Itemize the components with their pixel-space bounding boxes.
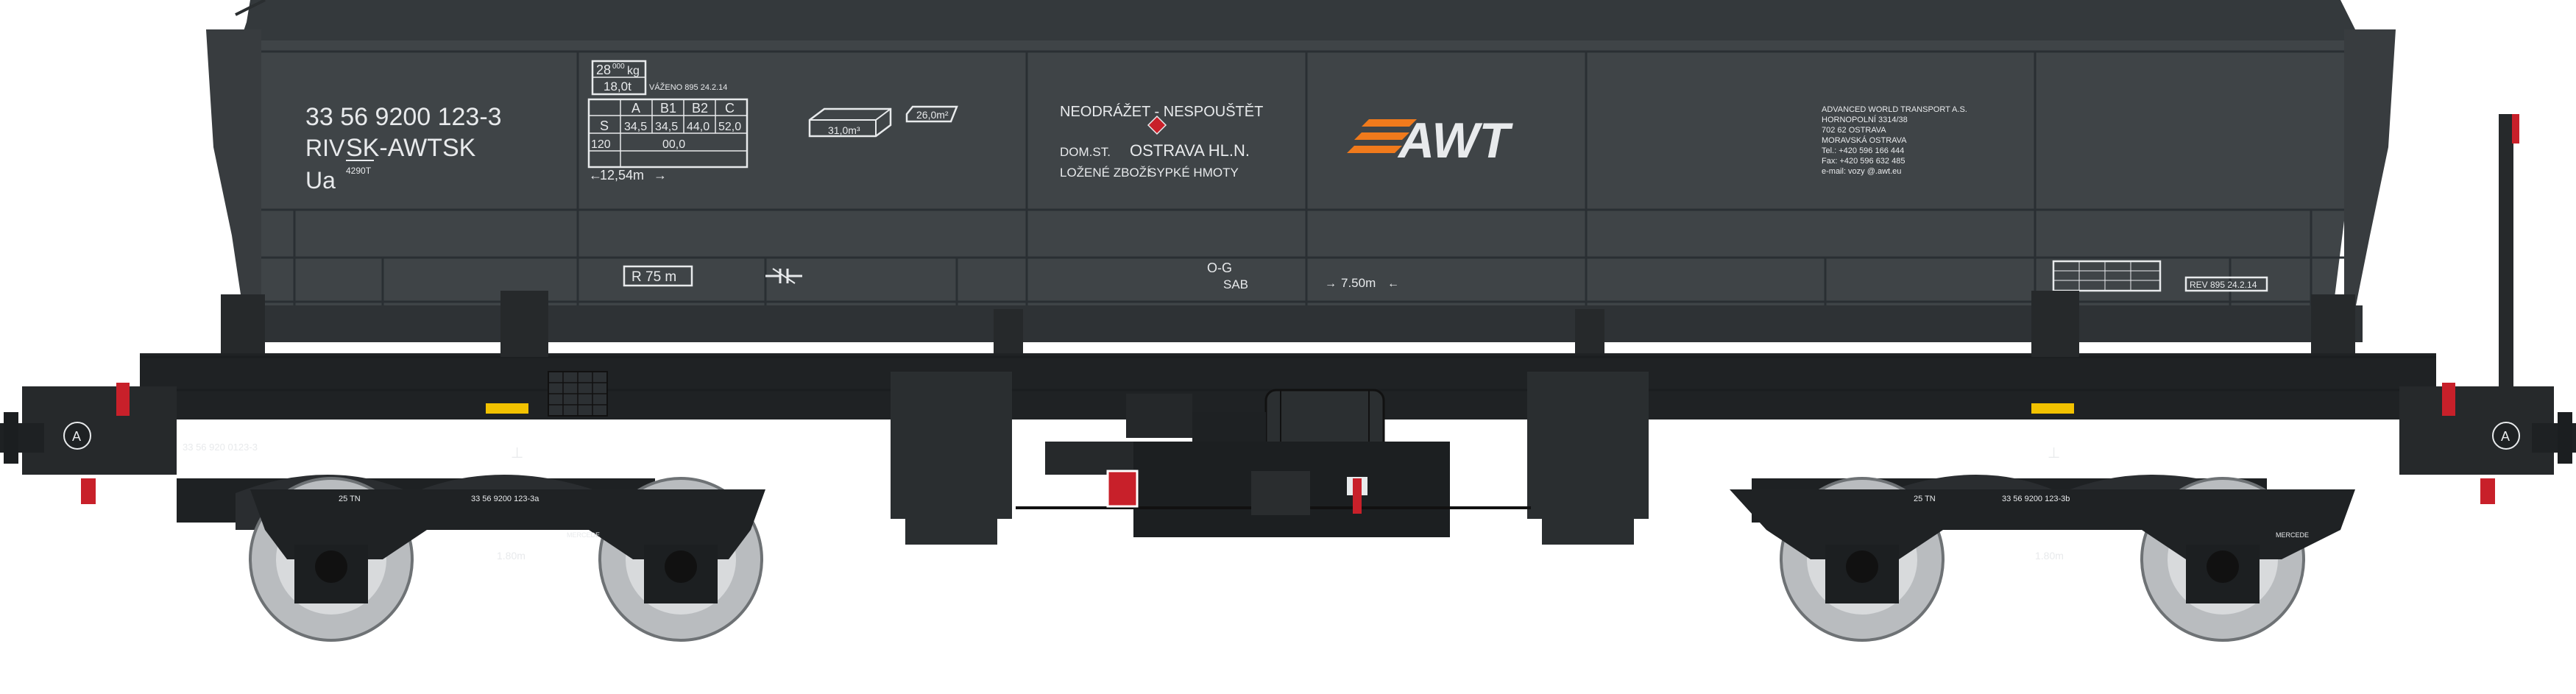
hazard-strip-left [486,403,528,414]
speed-value: 00,0 [662,138,685,151]
owner-line-6: Fax: +420 596 632 485 [1822,157,1905,166]
brake-sab: SAB [1223,277,1248,291]
end-marker-left [63,422,91,450]
area-value: 26,0m² [916,109,949,121]
owner-line-5: Tel.: +420 596 166 444 [1822,146,1904,155]
tare-unit: kg [627,65,640,77]
wagon-number: 33 56 9200 123-3 [305,103,502,131]
wagon-number-block: 33 56 9200 123-3 RIV SK-AWTSK Ua 4290T [305,103,502,194]
tare-top-sup: 000 [612,63,625,71]
bogie-label-left: 25 TN [339,495,361,503]
notice-no-hump: NEODRÁŽET - NESPOUŠTĚT [1060,103,1263,120]
end-marker-left-label: A [72,429,81,444]
wagon-class: Ua [305,167,336,194]
frame-tick-right: ⊥ [2048,445,2060,461]
load-value-a: 34,5 [624,121,647,133]
bogie-wheelbase-right: 1.80m [2035,550,2064,562]
load-header-c: C [725,101,735,116]
tare-plate: 28 000 kg 18,0t VÁŽENO 895 24.2.14 [591,60,727,96]
weighed-stamp: VÁŽENO 895 24.2.14 [649,82,727,92]
center-notices: NEODRÁŽET - NESPOUŠTĚT DOM.ST. OSTRAVA H… [1060,103,1263,180]
bogie-number-right: 33 56 9200 123-3b [2002,495,2070,503]
coupling-symbol-icon [765,268,802,284]
tare-bottom: 18,0t [604,79,631,93]
buffer-left [4,412,18,464]
home-station: OSTRAVA HL.N. [1130,141,1250,160]
load-row-label: S [600,118,609,133]
country-keeper: SK-AWTSK [346,134,476,162]
hazard-diamond-icon [1147,115,1167,135]
owner-line-4: MORAVSKÁ OSTRAVA [1822,135,1907,145]
wagon-class-sup: 4290T [346,166,372,176]
cargo-value: SYPKÉ HMOTY [1148,166,1239,180]
revision-plate: REV 895 24.2.14 [2190,280,2257,290]
owner-line-1: ADVANCED WORLD TRANSPORT A.S. [1822,105,1967,114]
maintenance-grid [2052,260,2162,292]
buffer-right [2558,412,2572,464]
length-arrow-left: ← [589,168,602,183]
owner-line-2: HORNOPOLNÍ 3314/38 [1822,115,1908,124]
bogie-number-left: 33 56 9200 123-3a [471,495,539,503]
pivot-distance: 7.50m [1341,276,1376,290]
home-station-label: DOM.ST. [1060,145,1111,159]
awt-logo-text: AWT [1397,113,1514,169]
underframe: A A 33 56 920 0123-3 ⊥ ⊥ [0,114,2576,545]
volume-value: 31,0m³ [828,124,860,136]
volume-area-marks: 31,0m³ 26,0m² [808,105,958,138]
bogie-left: 25 TN 33 56 9200 123-3a 1.80m MERCEDE [177,475,765,642]
speed-label: 120 [591,138,611,151]
end-marker-right-label: A [2501,429,2510,444]
cargo-label: LOŽENÉ ZBOŽÍ [1060,166,1150,180]
load-header-a: A [631,101,640,116]
load-limit-table: A B1 B2 C S 34,5 34,5 44,0 52,0 120 00,0… [587,98,749,183]
curve-radius: R 75 m [631,269,676,285]
tare-top: 28 [596,63,611,77]
load-value-c: 52,0 [718,121,741,133]
bogie-wheelbase-left: 1.80m [497,550,526,562]
bogie-right: 25 TN 33 56 9200 123-3b 1.80m MERCEDE [1730,475,2355,642]
owner-line-7: e-mail: vozy @.awt.eu [1822,167,1901,176]
load-value-b1: 34,5 [655,121,678,133]
lower-stencils: R 75 m O-G SAB → 7.50m ← REV 895 24.2.14 [623,260,2268,292]
load-header-b1: B1 [660,101,676,116]
load-header-b2: B2 [692,101,708,116]
riv-mark: RIV [305,135,345,161]
release-handle-left-icon[interactable] [1106,470,1139,508]
owner-address: ADVANCED WORLD TRANSPORT A.S. HORNOPOLNÍ… [1822,105,1967,176]
brake-mode: O-G [1207,261,1232,275]
pivot-arrow-left: → [1325,277,1337,290]
length-over-buffers: 12,54m [600,168,644,183]
end-marker-right [2492,422,2520,450]
bogie-marker-right: MERCEDE [2276,531,2309,539]
bogie-marker-left: MERCEDE [567,531,600,539]
awt-logo: AWT [1347,113,1514,169]
load-value-b2: 44,0 [687,121,710,133]
frame-tick-left: ⊥ [511,445,523,461]
hazard-strip-right [2031,403,2074,414]
frame-number: 33 56 920 0123-3 [183,442,258,453]
bogie-label-right: 25 TN [1914,495,1936,503]
owner-line-3: 702 62 OSTRAVA [1822,126,1886,135]
hopper-body [206,0,2396,342]
pivot-arrow-right: ← [1387,277,1399,290]
length-arrow-right: → [654,168,667,183]
